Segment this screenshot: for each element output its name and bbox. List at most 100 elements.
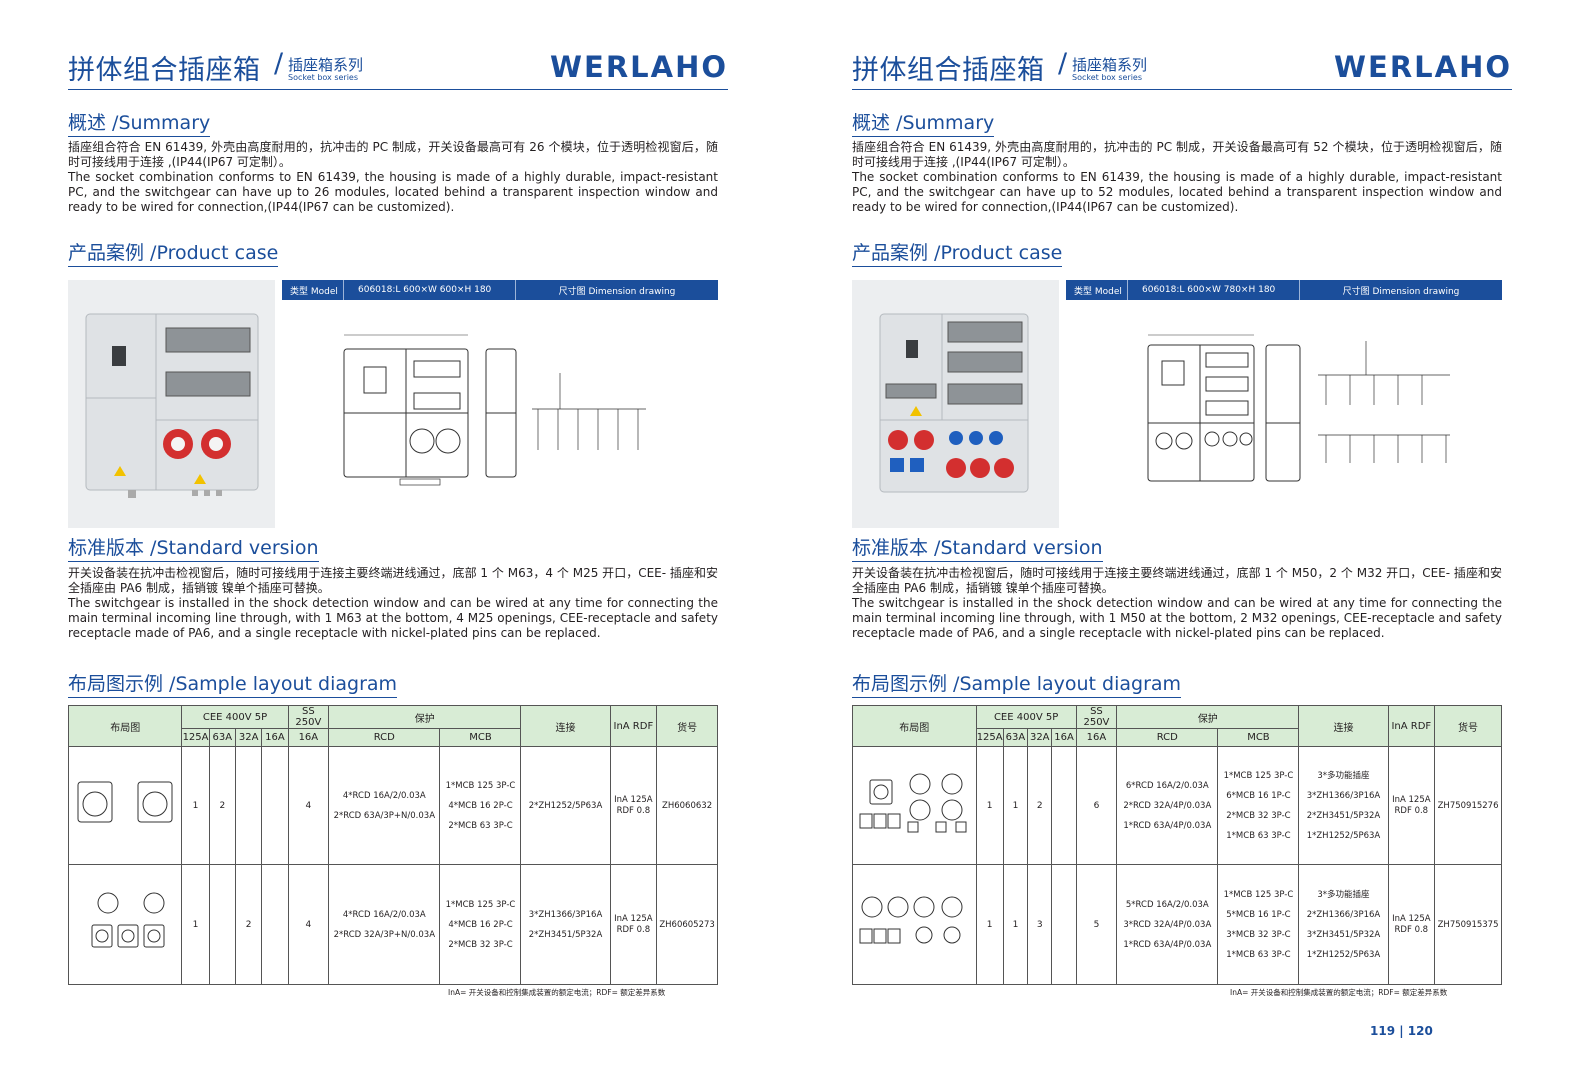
model-label: 类型 Model	[1066, 280, 1128, 300]
th-cee: CEE 400V 5P	[181, 705, 289, 729]
table-row: 1 2 4 4*RCD 16A/2/0.03A 2*RCD 63A/3P+N/0…	[67, 746, 718, 865]
connect-line: 1*ZH1252/5P63A	[1306, 830, 1381, 841]
th-mcb: MCB	[439, 728, 522, 747]
product-case-heading: 产品案例 /Product case	[852, 238, 1063, 267]
layout-diagram	[852, 864, 977, 985]
th-connect: 连接	[520, 705, 611, 747]
layout-diagram	[852, 746, 977, 865]
connect-line: 3*ZH1366/3P16A	[1306, 790, 1381, 801]
table-row: 1 1 2 6 6*RCD 16A/2/0.03A 2*RCD 32A/4P/0…	[852, 746, 1502, 865]
cell-ina-rdf: InA 125A RDF 0.8	[609, 864, 658, 985]
model-bar: 类型 Model 606018:L 600×W 600×H 180 尺寸图 Di…	[282, 280, 718, 300]
th-rcd: RCD	[1116, 728, 1219, 747]
ina-value: InA 125A	[1392, 913, 1431, 924]
rcd-line: 3*RCD 32A/4P/0.03A	[1123, 919, 1212, 930]
mcb-line: 1*MCB 125 3P-C	[1223, 889, 1294, 900]
ina-value: InA 125A	[614, 794, 653, 805]
cell-63a: 1	[1002, 746, 1029, 865]
right-page: 拼体组合插座箱 / 插座箱系列 Socket box series WERLAH…	[852, 0, 1512, 1038]
layout-table: 布局图 CEE 400V 5P SS 250V 保护 连接 InA RDF 货号…	[67, 705, 718, 985]
th-ss-16a: 16A	[1075, 728, 1118, 747]
summary-en: The socket combination conforms to EN 61…	[68, 170, 718, 214]
brand-logo: WERLAHO	[1334, 50, 1512, 84]
standard-cn: 开关设备装在抗冲击检视窗后，随时可接线用于连接主要终端进线通过，底部 1 个 M…	[852, 566, 1502, 595]
cell-code: ZH60605273	[656, 864, 718, 985]
standard-text: 开关设备装在抗冲击检视窗后，随时可接线用于连接主要终端进线通过，底部 1 个 M…	[68, 566, 718, 641]
footnote: InA= 开关设备和控制集成装置的额定电流；RDF= 额定差异系数	[1230, 988, 1448, 997]
cell-125a: 1	[181, 746, 210, 865]
rcd-line: 5*RCD 16A/2/0.03A	[1125, 899, 1209, 910]
cell-32a: 2	[234, 864, 263, 985]
rcd-line: 1*RCD 63A/4P/0.03A	[1123, 820, 1212, 831]
cell-63a: 1	[1002, 864, 1029, 985]
connect-line: 3*多功能插座	[1317, 770, 1370, 781]
mcb-line: 6*MCB 16 1P-C	[1226, 790, 1291, 801]
mcb-line: 2*MCB 32 3P-C	[1226, 810, 1291, 821]
table-row: 1 2 4 4*RCD 16A/2/0.03A 2*RCD 32A/3P+N/0…	[67, 864, 718, 985]
dimension-label: 尺寸图 Dimension drawing	[1342, 286, 1460, 297]
standard-heading: 标准版本 /Standard version	[852, 533, 1103, 562]
th-layout: 布局图	[852, 705, 977, 747]
model-value: 606018:L 600×W 780×H 180	[1128, 280, 1300, 300]
cell-32a	[234, 746, 263, 865]
product-photo	[852, 280, 1059, 528]
summary-text: 插座组合符合 EN 61439, 外壳由高度耐用的，抗冲击的 PC 制成，开关设…	[852, 140, 1502, 215]
dimension-label: 尺寸图 Dimension drawing	[558, 286, 676, 297]
cell-63a: 2	[208, 746, 236, 865]
cell-mcb: 1*MCB 125 3P-C 4*MCB 16 2P-C 2*MCB 32 3P…	[439, 864, 522, 985]
th-protect: 保护	[328, 705, 522, 729]
cell-connect: 3*多功能插座 3*ZH1366/3P16A 2*ZH3451/5P32A 1*…	[1298, 746, 1389, 865]
page-title: 拼体组合插座箱	[68, 55, 261, 86]
ina-value: InA 125A	[1392, 794, 1431, 805]
mcb-line: 3*MCB 32 3P-C	[1226, 929, 1291, 940]
rcd-line: 2*RCD 63A/3P+N/0.03A	[333, 810, 436, 821]
cell-ss16a: 4	[287, 746, 330, 865]
mcb-line: 1*MCB 63 3P-C	[1226, 949, 1291, 960]
mcb-line: 2*MCB 32 3P-C	[448, 939, 513, 950]
th-63a: 63A	[208, 728, 236, 747]
standard-en: The switchgear is installed in the shock…	[852, 596, 1502, 640]
brand-logo: WERLAHO	[550, 50, 728, 84]
cell-code: ZH750915375	[1434, 864, 1502, 985]
cell-ss16a: 4	[287, 864, 330, 985]
summary-text: 插座组合符合 EN 61439, 外壳由高度耐用的，抗冲击的 PC 制成，开关设…	[68, 140, 718, 215]
model-value: 606018:L 600×W 600×H 180	[344, 280, 516, 300]
th-mcb: MCB	[1217, 728, 1300, 747]
page-header: 拼体组合插座箱 / 插座箱系列 Socket box series WERLAH…	[68, 0, 728, 90]
th-connect: 连接	[1298, 705, 1389, 747]
standard-heading: 标准版本 /Standard version	[68, 533, 319, 562]
th-32a: 32A	[1027, 728, 1053, 747]
cell-16a	[261, 864, 289, 985]
standard-text: 开关设备装在抗冲击检视窗后，随时可接线用于连接主要终端进线通过，底部 1 个 M…	[852, 566, 1502, 641]
cell-125a: 1	[975, 746, 1004, 865]
cell-ina-rdf: InA 125A RDF 0.8	[1387, 864, 1436, 985]
cell-125a: 1	[181, 864, 210, 985]
cell-mcb: 1*MCB 125 3P-C 5*MCB 16 1P-C 3*MCB 32 3P…	[1217, 864, 1300, 985]
cell-rcd: 4*RCD 16A/2/0.03A 2*RCD 63A/3P+N/0.03A	[328, 746, 441, 865]
mcb-line: 1*MCB 125 3P-C	[445, 780, 516, 791]
th-125a: 125A	[181, 728, 210, 747]
cell-ss16a: 5	[1075, 864, 1118, 985]
cell-32a: 2	[1027, 746, 1053, 865]
mcb-line: 4*MCB 16 2P-C	[448, 800, 513, 811]
rcd-line: 2*RCD 32A/4P/0.03A	[1123, 800, 1212, 811]
dimension-drawing	[282, 305, 718, 525]
th-ss: SS 250V	[287, 705, 330, 729]
cell-32a: 3	[1027, 864, 1053, 985]
th-ss: SS 250V	[1075, 705, 1118, 729]
cell-connect: 3*多功能插座 2*ZH1366/3P16A 3*ZH3451/5P32A 1*…	[1298, 864, 1389, 985]
connect-line: 2*ZH3451/5P32A	[528, 929, 603, 940]
page-title: 拼体组合插座箱	[852, 55, 1045, 86]
cell-rcd: 4*RCD 16A/2/0.03A 2*RCD 32A/3P+N/0.03A	[328, 864, 441, 985]
series-label-en: Socket box series	[1072, 73, 1143, 82]
connect-line: 3*多功能插座	[1317, 889, 1370, 900]
cell-rcd: 6*RCD 16A/2/0.03A 2*RCD 32A/4P/0.03A 1*R…	[1116, 746, 1219, 865]
model-bar: 类型 Model 606018:L 600×W 780×H 180 尺寸图 Di…	[1066, 280, 1502, 300]
ina-value: InA 125A	[614, 913, 653, 924]
cell-code: ZH6060632	[656, 746, 718, 865]
summary-cn: 插座组合符合 EN 61439, 外壳由高度耐用的，抗冲击的 PC 制成，开关设…	[852, 140, 1502, 169]
th-cee: CEE 400V 5P	[975, 705, 1077, 729]
cell-16a	[261, 746, 289, 865]
title-slash: /	[274, 48, 284, 79]
